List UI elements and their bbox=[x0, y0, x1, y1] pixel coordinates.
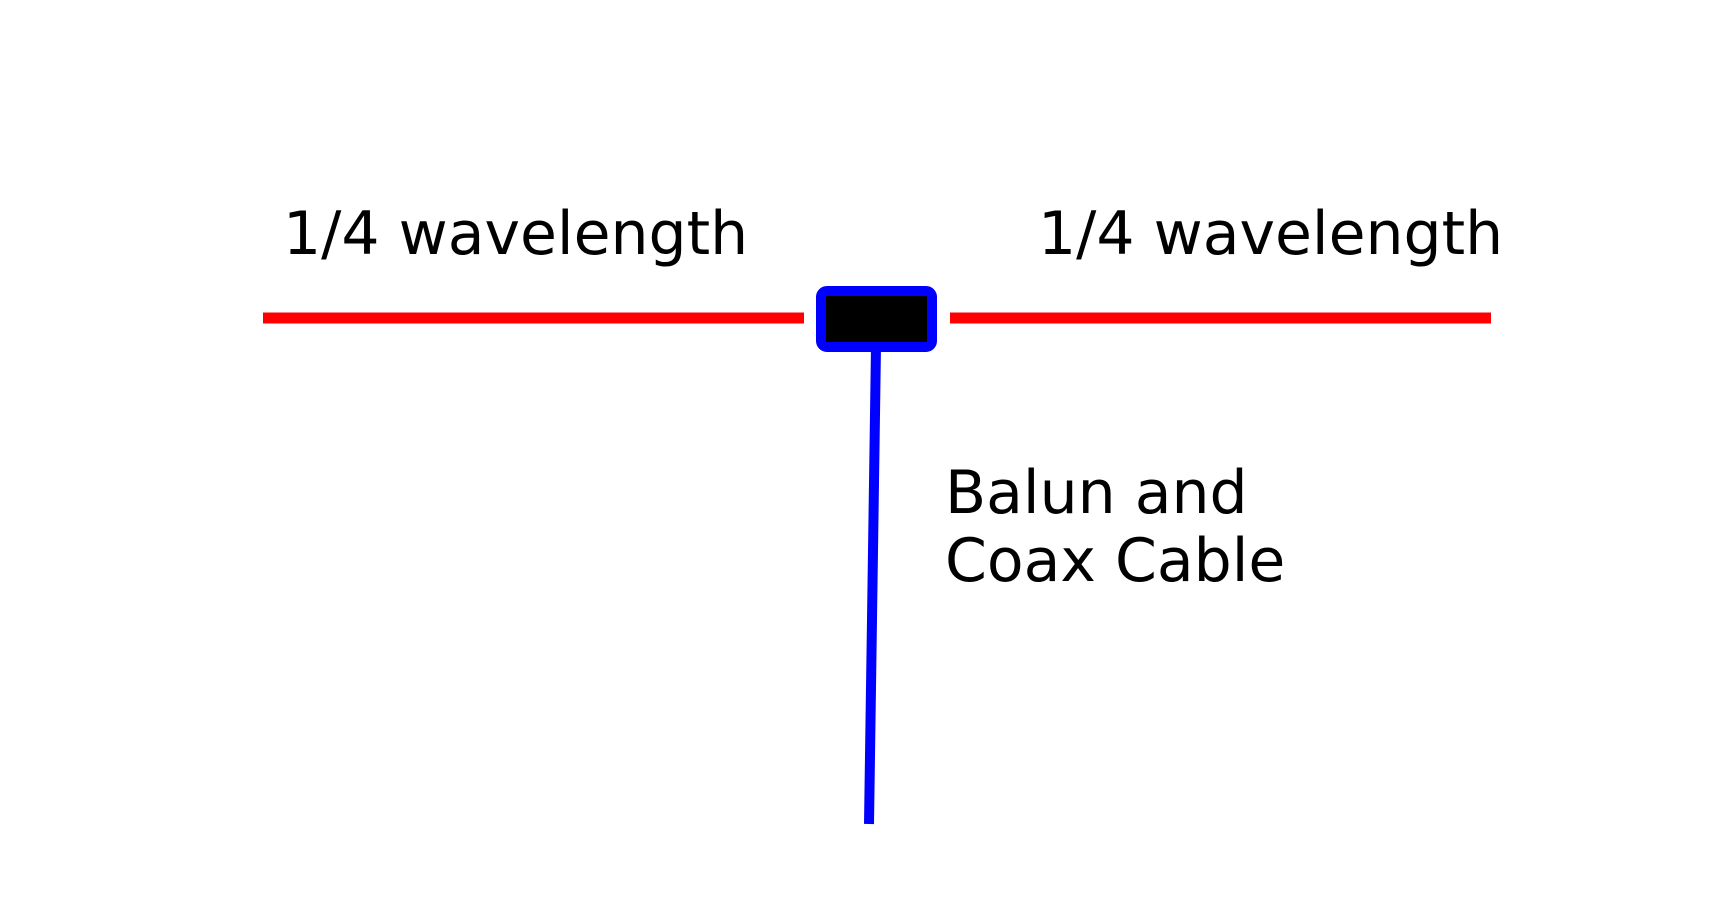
right-element-label: 1/4 wavelength bbox=[1038, 199, 1503, 269]
feed-label-line-1: Balun and bbox=[945, 458, 1248, 528]
left-element-label: 1/4 wavelength bbox=[283, 199, 748, 269]
balun-box bbox=[816, 286, 937, 352]
coax-feed-line bbox=[864, 345, 881, 825]
feed-label-line-2: Coax Cable bbox=[945, 526, 1285, 596]
